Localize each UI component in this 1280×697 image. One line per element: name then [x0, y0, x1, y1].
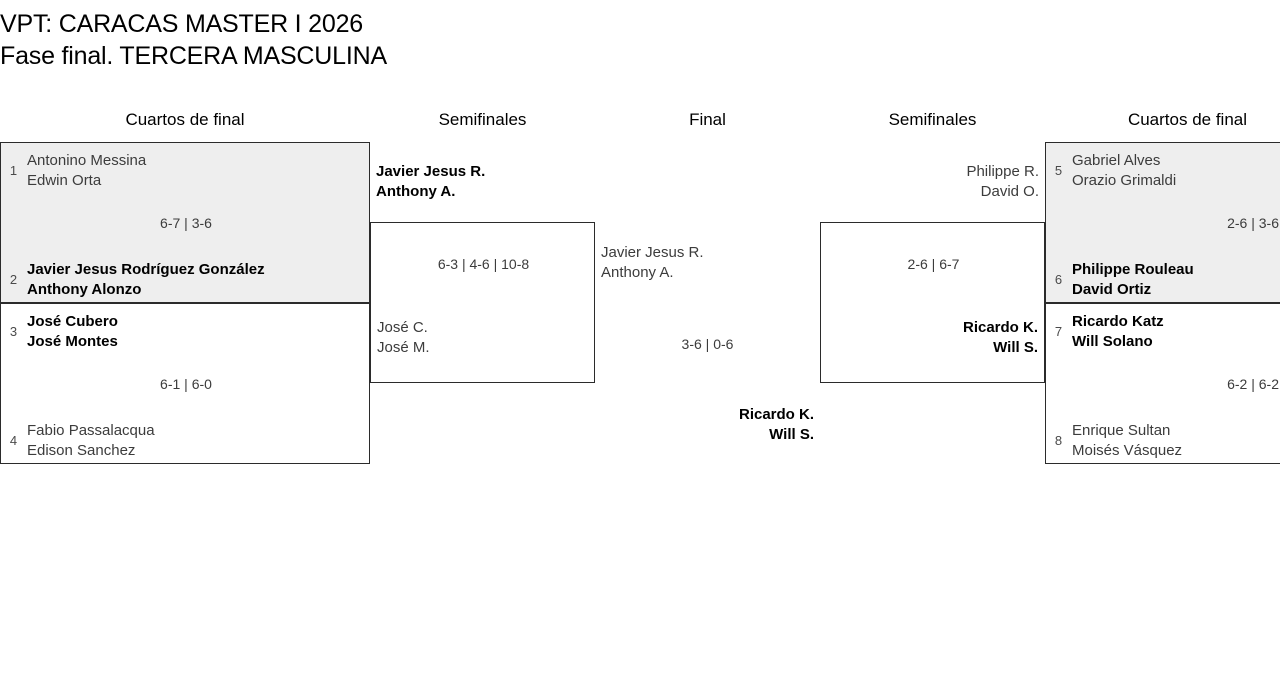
match-qf-right-1-team-bottom[interactable]: 6 Philippe Rouleau David Ortiz [1054, 260, 1194, 300]
match-sf-left-team-bottom[interactable]: José C. José M. [377, 318, 430, 358]
round-header-final: Final [689, 110, 726, 129]
round-header-quarterfinals-left: Cuartos de final [125, 110, 245, 129]
team-names: Philippe Rouleau David Ortiz [1072, 260, 1194, 300]
player-1: Javier Jesus Rodríguez González [27, 261, 265, 278]
match-score: 2-6 | 3-6 [1227, 215, 1279, 231]
player-1: Fabio Passalacqua [27, 422, 155, 439]
player-1: Gabriel Alves [1072, 152, 1161, 169]
match-qf-left-2[interactable]: 3 José Cubero José Montes 6-1 | 6-0 4 Fa… [0, 303, 370, 464]
player-1: Ricardo K. [738, 406, 814, 423]
match-qf-left-2-team-bottom[interactable]: 4 Fabio Passalacqua Edison Sanchez [9, 421, 155, 461]
team-names: Enrique Sultan Moisés Vásquez [1072, 421, 1182, 461]
match-score: 2-6 | 6-7 [907, 256, 960, 272]
team-names: Antonino Messina Edwin Orta [27, 151, 146, 191]
player-2: Will S. [993, 339, 1038, 356]
final-champion: Ricardo K. Will S. [594, 405, 814, 445]
player-2: José M. [377, 339, 430, 356]
team-names: José C. José M. [377, 318, 430, 358]
player-2: Will S. [769, 426, 814, 443]
seed-number: 2 [9, 272, 18, 287]
player-2: Anthony A. [376, 183, 456, 200]
team-names: Ricardo Katz Will Solano [1072, 312, 1164, 352]
match-score: 6-2 | 6-2 [1227, 376, 1279, 392]
player-1: Ricardo K. [962, 319, 1038, 336]
final-team-left: Javier Jesus R. Anthony A. [601, 243, 704, 283]
match-qf-right-2-team-bottom[interactable]: 8 Enrique Sultan Moisés Vásquez [1054, 421, 1182, 461]
team-names: Ricardo K. Will S. [963, 318, 1038, 358]
match-score: 6-7 | 3-6 [160, 215, 212, 231]
seed-number: 7 [1054, 324, 1063, 339]
seed-number: 1 [9, 163, 18, 178]
seed-number: 6 [1054, 272, 1063, 287]
player-2: Edwin Orta [27, 172, 102, 189]
match-sf-right[interactable]: 2-6 | 6-7 Ricardo K. Will S. [820, 222, 1045, 383]
sf-left-advancing-team: Javier Jesus R. Anthony A. [376, 162, 485, 202]
sf-right-advancing-team: Philippe R. David O. [819, 162, 1039, 202]
player-1: Enrique Sultan [1072, 422, 1171, 439]
match-qf-left-1-team-bottom[interactable]: 2 Javier Jesus Rodríguez González Anthon… [9, 260, 265, 300]
player-2: Orazio Grimaldi [1072, 172, 1177, 189]
player-1: Antonino Messina [27, 152, 147, 169]
match-qf-right-1[interactable]: 5 Gabriel Alves Orazio Grimaldi 2-6 | 3-… [1045, 142, 1280, 303]
player-1: Javier Jesus R. [601, 244, 704, 261]
match-qf-left-1[interactable]: 1 Antonino Messina Edwin Orta 6-7 | 3-6 … [0, 142, 370, 303]
player-1: José C. [377, 319, 428, 336]
team-names: Javier Jesus Rodríguez González Anthony … [27, 260, 265, 300]
match-qf-left-2-team-top[interactable]: 3 José Cubero José Montes [9, 312, 118, 352]
seed-number: 3 [9, 324, 18, 339]
match-sf-right-team-bottom[interactable]: Ricardo K. Will S. [963, 318, 1038, 358]
player-1: Philippe R. [966, 163, 1039, 180]
player-2: David Ortiz [1072, 281, 1152, 298]
team-names: Fabio Passalacqua Edison Sanchez [27, 421, 155, 461]
match-qf-right-2-team-top[interactable]: 7 Ricardo Katz Will Solano [1054, 312, 1164, 352]
match-score: 6-3 | 4-6 | 10-8 [437, 256, 530, 272]
player-1: Javier Jesus R. [376, 163, 486, 180]
round-header-semifinals-right: Semifinales [888, 110, 977, 129]
match-sf-left[interactable]: 6-3 | 4-6 | 10-8 José C. José M. [370, 222, 595, 383]
seed-number: 5 [1054, 163, 1063, 178]
tournament-name: VPT: CARACAS MASTER I 2026 [0, 10, 363, 38]
team-names: José Cubero José Montes [27, 312, 118, 352]
player-2: Anthony Alonzo [27, 281, 142, 298]
team-names: Gabriel Alves Orazio Grimaldi [1072, 151, 1176, 191]
round-header-semifinals-left: Semifinales [438, 110, 527, 129]
match-score: 6-1 | 6-0 [160, 376, 212, 392]
seed-number: 8 [1054, 433, 1063, 448]
player-1: Philippe Rouleau [1072, 261, 1194, 278]
player-2: Moisés Vásquez [1072, 442, 1183, 459]
player-1: José Cubero [27, 313, 118, 330]
player-2: David O. [980, 183, 1039, 200]
page-title: VPT: CARACAS MASTER I 2026 Fase final. T… [0, 8, 700, 72]
tournament-phase: Fase final. TERCERA MASCULINA [0, 42, 387, 70]
round-header-quarterfinals-right: Cuartos de final [1127, 110, 1248, 129]
match-qf-right-1-team-top[interactable]: 5 Gabriel Alves Orazio Grimaldi [1054, 151, 1176, 191]
player-2: Edison Sanchez [27, 442, 136, 459]
match-qf-right-2[interactable]: 7 Ricardo Katz Will Solano 6-2 | 6-2 8 E… [1045, 303, 1280, 464]
player-2: José Montes [27, 333, 118, 350]
player-2: Anthony A. [601, 264, 674, 281]
seed-number: 4 [9, 433, 18, 448]
player-2: Will Solano [1072, 333, 1153, 350]
match-final-score: 3-6 | 0-6 [681, 336, 734, 352]
player-1: Ricardo Katz [1072, 313, 1164, 330]
match-qf-left-1-team-top[interactable]: 1 Antonino Messina Edwin Orta [9, 151, 146, 191]
